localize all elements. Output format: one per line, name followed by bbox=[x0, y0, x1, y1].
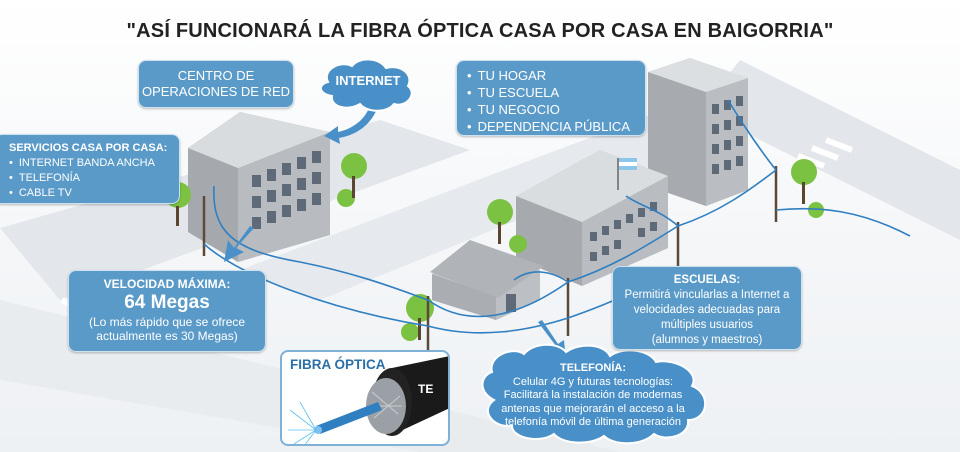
service-item: CABLE TV bbox=[9, 186, 171, 201]
tree bbox=[791, 159, 824, 218]
operations-building bbox=[188, 112, 330, 262]
light-rays bbox=[288, 401, 317, 444]
road-right bbox=[700, 60, 960, 240]
telephony-text: TELEFONÍA: Celular 4G y futuras tecnolog… bbox=[486, 362, 700, 430]
telephony-line: antenas que mejorarán el acceso a la bbox=[501, 402, 685, 415]
destination-item: TU HOGAR bbox=[467, 67, 635, 84]
destination-item: TU ESCUELA bbox=[467, 84, 635, 101]
schools-line: velocidades adecuadas para bbox=[633, 304, 781, 316]
speed-note-line1: (Lo más rápido que se ofrece bbox=[88, 315, 246, 329]
fiber-cable-illustration bbox=[288, 356, 448, 444]
operations-center-line1: CENTRO DE bbox=[177, 68, 255, 83]
services-box: SERVICIOS CASA POR CASA: INTERNET BANDA … bbox=[0, 134, 180, 204]
telephony-cloud bbox=[481, 343, 707, 445]
fiber-title: FIBRA ÓPTICA bbox=[290, 357, 386, 372]
telephony-line: telefonía móvil de última generación bbox=[504, 416, 682, 428]
speed-note-line2: actualmente es 30 Megas) bbox=[96, 329, 238, 343]
speed-arrow bbox=[224, 226, 254, 262]
telephony-line: Celular 4G y futuras tecnologías: bbox=[512, 375, 674, 388]
speed-value: 64 Megas bbox=[124, 292, 210, 313]
flag bbox=[617, 158, 637, 190]
house bbox=[430, 240, 544, 320]
internet-cloud bbox=[320, 58, 413, 112]
telephony-line: Facilitará la instalación de modernas bbox=[503, 389, 683, 401]
building-windows bbox=[252, 151, 321, 229]
destinations-box: TU HOGAR TU ESCUELA TU NEGOCIO DEPENDENC… bbox=[456, 60, 646, 136]
tree bbox=[487, 199, 527, 253]
speed-heading: VELOCIDAD MÁXIMA: bbox=[103, 277, 231, 291]
schools-line: múltiples usuarios bbox=[660, 319, 754, 331]
service-item: INTERNET BANDA ANCHA bbox=[9, 156, 171, 171]
school-building bbox=[516, 150, 668, 286]
schools-box: ESCUELAS: Permitirá vincularlas a Intern… bbox=[612, 266, 802, 350]
schools-line: (alumnos y maestros) bbox=[651, 334, 763, 346]
destination-item: DEPENDENCIA PÚBLICA bbox=[467, 118, 635, 135]
services-heading: SERVICIOS CASA POR CASA: bbox=[9, 142, 168, 154]
internet-arrow bbox=[324, 96, 380, 144]
operations-center-line2: OPERACIONES DE RED bbox=[141, 84, 291, 99]
fiber-inset: FIBRA ÓPTICA TE bbox=[280, 350, 450, 446]
service-item: TELEFONÍA bbox=[9, 171, 171, 186]
tree bbox=[337, 153, 367, 207]
cable-print: TE bbox=[418, 382, 434, 396]
fiber-cables bbox=[203, 99, 911, 334]
tower-building bbox=[648, 58, 748, 206]
schools-line: Permitirá vincularlas a Internet a bbox=[624, 289, 790, 301]
road-main bbox=[240, 96, 770, 300]
page-title: "ASÍ FUNCIONARÁ LA FIBRA ÓPTICA CASA POR… bbox=[126, 20, 834, 42]
telephony-heading: TELEFONÍA: bbox=[560, 362, 626, 374]
internet-label: INTERNET bbox=[335, 73, 401, 88]
schools-heading: ESCUELAS: bbox=[673, 274, 741, 286]
speed-box: VELOCIDAD MÁXIMA: 64 Megas (Lo más rápid… bbox=[68, 270, 266, 352]
fiber-core bbox=[316, 402, 382, 434]
destination-item: TU NEGOCIO bbox=[467, 101, 635, 118]
operations-center-box: CENTRO DE OPERACIONES DE RED bbox=[138, 60, 294, 108]
